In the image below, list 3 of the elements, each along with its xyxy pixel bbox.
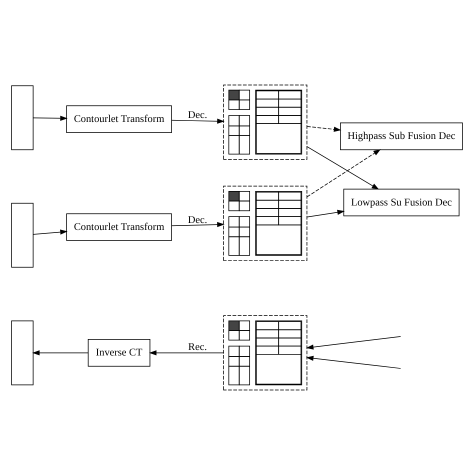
edge-label: Rec. (188, 341, 207, 352)
edge-label: Dec. (188, 214, 208, 226)
edge-label: Dec. (188, 109, 208, 120)
